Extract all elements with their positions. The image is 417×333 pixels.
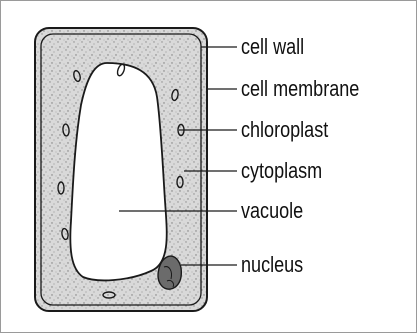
label-vacuole: vacuole	[241, 200, 303, 222]
nucleus-shape	[158, 256, 181, 289]
vacuole-shape	[70, 63, 166, 280]
label-cytoplasm: cytoplasm	[241, 160, 322, 182]
label-cell-wall: cell wall	[241, 36, 304, 58]
label-cell-membrane: cell membrane	[241, 78, 359, 100]
label-nucleus: nucleus	[241, 254, 303, 276]
label-chloroplast: chloroplast	[241, 119, 328, 141]
